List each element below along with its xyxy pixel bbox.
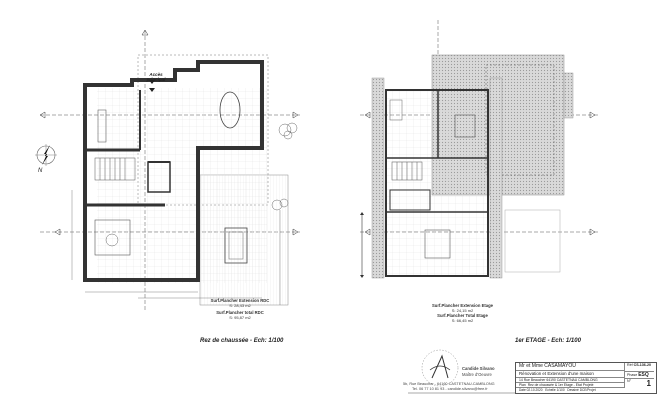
phase-cell: Phase ESQ (624, 371, 654, 378)
architect-name: Candide Silvano (462, 366, 495, 371)
site-address: 14 Rue Beaucher 64190 CASTETNAU CAMBLONG (516, 378, 624, 383)
sheet-cell: N° 1 (624, 378, 654, 388)
project-name: Rénovation et Extension d'une maison (516, 371, 624, 378)
client-name: Mr et Mme CASAMAYOU (516, 363, 624, 371)
ground-surface-total: Surf.Plancher total RDC S: 95,87 m2 (216, 310, 264, 320)
first-floor-caption: 1er ETAGE - Ech: 1/100 (515, 338, 581, 344)
info-row: Date 02.10.2020 Echelle 1/100 Dessiné DC… (519, 388, 596, 392)
plan-row: Plan Rez de chaussée & 1er Etage - Etat … (516, 383, 624, 388)
north-arrow (35, 144, 57, 166)
architect-title: Maître d'Oeuvre (462, 372, 492, 377)
ground-surface-extension: Surf.Plancher Extension RDC S: 28,43 m2 (210, 298, 270, 308)
architect-contact: Tel. 06 77 10 81 93 - candide.silvano@fr… (412, 387, 488, 391)
first-surface-total: Surf.Plancher Total Etage S: 66,45 m2 (437, 313, 488, 323)
entrance-label: Accès principal (146, 72, 166, 82)
first-surface-extension: Surf.Plancher Extension Etage S: 24,15 m… (432, 303, 493, 313)
architect-address: 5b, Rue Beaucher - 64160 CASTETNAU-CAMBL… (403, 382, 495, 386)
architect-logo (421, 349, 459, 387)
ref-cell: Réf CS-136-20 (624, 363, 654, 371)
ground-floor-caption: Rez de chaussée - Ech: 1/100 (200, 338, 284, 344)
north-label: N (38, 168, 43, 174)
ground-floor-plan (39, 29, 300, 310)
first-floor-plan (360, 20, 600, 279)
title-block: Mr et Mme CASAMAYOU Rénovation et Extens… (515, 362, 657, 394)
